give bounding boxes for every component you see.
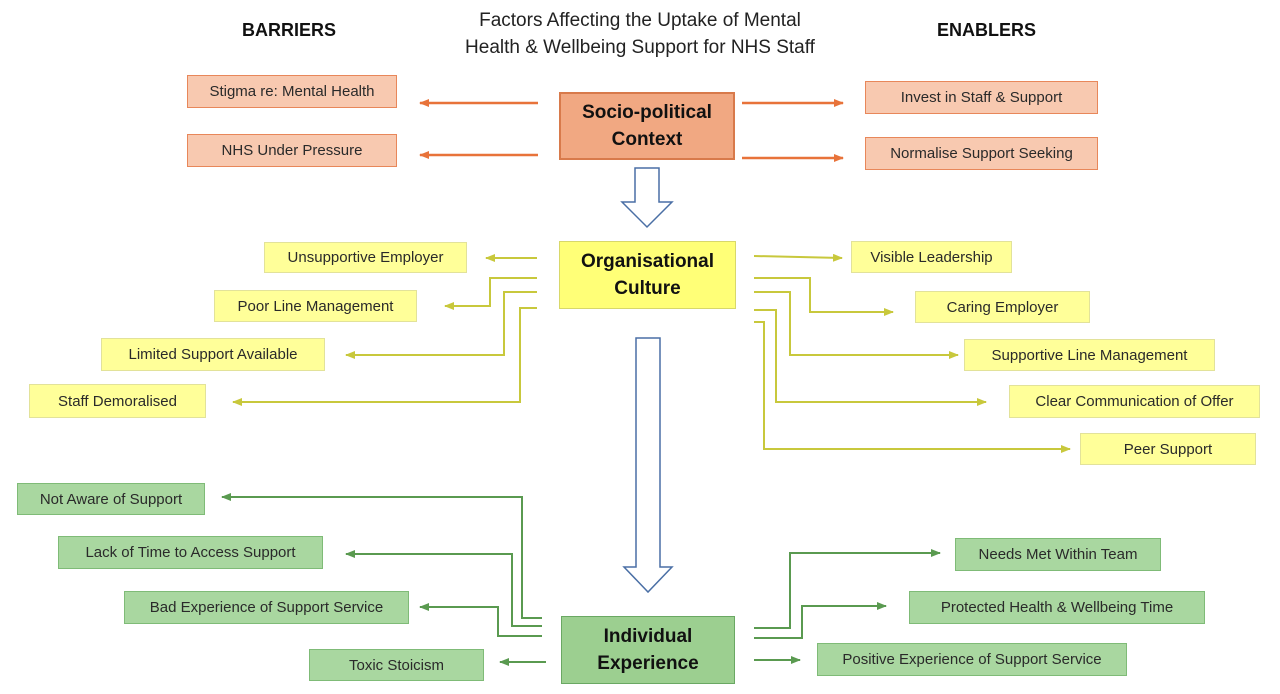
arrow-to-protected-time — [754, 602, 887, 639]
arrow-to-supportive-line-management — [754, 291, 959, 359]
enabler-positive-experience: Positive Experience of Support Service — [817, 643, 1127, 676]
socio-political-context-box: Socio-political Context — [559, 92, 735, 160]
barrier-poor-line-management: Poor Line Management — [214, 290, 417, 322]
enablers-heading: ENABLERS — [937, 20, 1037, 40]
down-arrow-large — [622, 337, 674, 594]
diagram-title: Factors Affecting the Uptake of Mental H… — [430, 7, 850, 61]
enabler-protected-time: Protected Health & Wellbeing Time — [909, 591, 1205, 624]
individual-line-1: Individual — [603, 626, 693, 647]
barrier-stigma: Stigma re: Mental Health — [187, 75, 397, 108]
barrier-nhs-under-pressure: NHS Under Pressure — [187, 134, 397, 167]
organisational-culture-box: Organisational Culture — [559, 241, 736, 309]
organisational-line-2: Culture — [614, 278, 681, 299]
barriers-heading: BARRIERS — [242, 20, 337, 40]
arrow-to-bad-experience — [419, 603, 542, 637]
enabler-needs-met-within-team: Needs Met Within Team — [955, 538, 1161, 571]
arrow-to-lack-of-time — [345, 550, 542, 627]
enabler-caring-employer: Caring Employer — [915, 291, 1090, 323]
individual-experience-box: Individual Experience — [561, 616, 735, 684]
enabler-supportive-line-management: Supportive Line Management — [964, 339, 1215, 371]
enabler-invest-in-staff: Invest in Staff & Support — [865, 81, 1098, 114]
barrier-staff-demoralised: Staff Demoralised — [29, 384, 206, 418]
arrow-to-not-aware — [221, 493, 542, 619]
socio-political-line-2: Context — [611, 129, 683, 150]
barrier-bad-experience: Bad Experience of Support Service — [124, 591, 409, 624]
arrow-to-caring-employer — [754, 277, 894, 316]
arrow-to-limited-support — [345, 291, 537, 359]
arrow-to-needs-met — [754, 549, 941, 629]
arrow-to-staff-demoralised — [232, 307, 537, 406]
barrier-toxic-stoicism: Toxic Stoicism — [309, 649, 484, 681]
socio-political-line-1: Socio-political — [582, 102, 712, 123]
organisational-line-1: Organisational — [580, 251, 715, 272]
enabler-visible-leadership: Visible Leadership — [851, 241, 1012, 273]
enabler-peer-support: Peer Support — [1080, 433, 1256, 465]
arrow-to-clear-communication — [754, 309, 987, 406]
title-line-2: Health & Wellbeing Support for NHS Staff — [465, 37, 815, 58]
individual-arrows — [221, 493, 941, 666]
arrow-to-peer-support — [754, 321, 1071, 453]
barrier-unsupportive-employer: Unsupportive Employer — [264, 242, 467, 273]
barrier-lack-of-time: Lack of Time to Access Support — [58, 536, 323, 569]
individual-line-2: Experience — [597, 653, 699, 674]
arrow-to-poor-line-management — [444, 277, 537, 310]
arrow-to-visible-leadership — [753, 253, 843, 262]
barrier-limited-support: Limited Support Available — [101, 338, 325, 371]
enabler-normalise-support-seeking: Normalise Support Seeking — [865, 137, 1098, 170]
title-line-1: Factors Affecting the Uptake of Mental — [479, 10, 801, 31]
socio-political-arrows — [419, 99, 844, 162]
barrier-not-aware-of-support: Not Aware of Support — [17, 483, 205, 515]
down-arrow-small — [620, 167, 674, 229]
organisational-arrows — [232, 253, 1071, 453]
enabler-clear-communication: Clear Communication of Offer — [1009, 385, 1260, 418]
